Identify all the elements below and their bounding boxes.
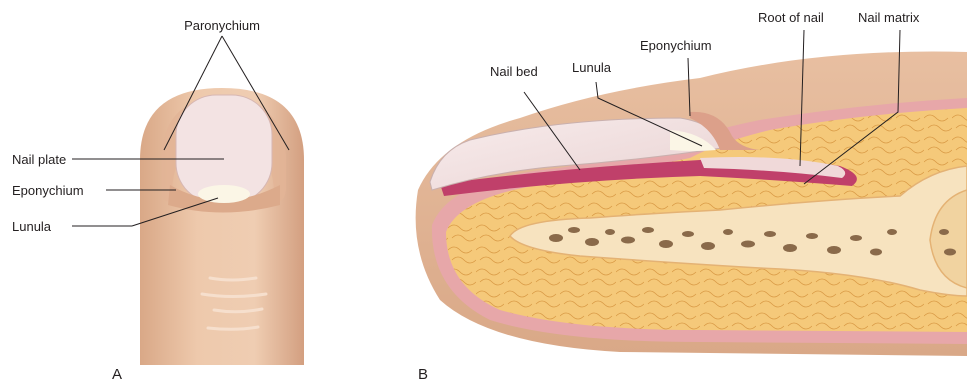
label-nail-plate: Nail plate bbox=[12, 152, 66, 167]
label-root-of-nail: Root of nail bbox=[758, 10, 824, 25]
panel-label-b: B bbox=[418, 366, 428, 383]
label-lunula-b: Lunula bbox=[572, 60, 612, 75]
panel-label-a: A bbox=[112, 366, 122, 383]
label-eponychium-b: Eponychium bbox=[640, 38, 712, 53]
label-lunula-a: Lunula bbox=[12, 219, 52, 234]
label-paronychium: Paronychium bbox=[184, 18, 260, 33]
label-eponychium-a: Eponychium bbox=[12, 183, 84, 198]
label-nail-bed: Nail bed bbox=[490, 64, 538, 79]
lunula-a bbox=[198, 185, 250, 203]
panel-b-cross-section bbox=[416, 52, 967, 356]
label-nail-matrix: Nail matrix bbox=[858, 10, 920, 25]
panel-a-finger bbox=[140, 88, 304, 365]
